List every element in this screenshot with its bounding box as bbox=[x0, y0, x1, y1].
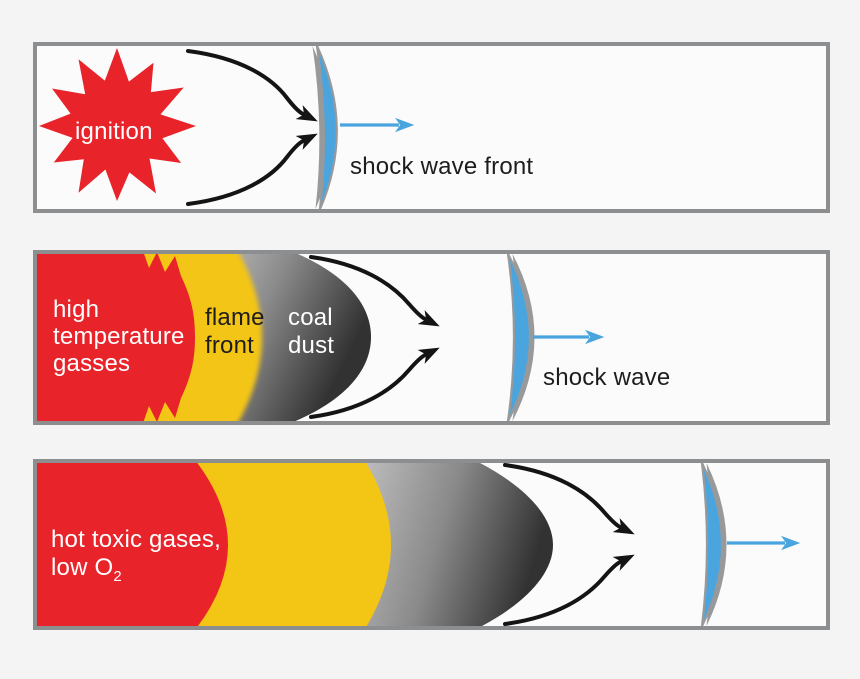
flow-arrow-bottom bbox=[186, 133, 318, 206]
shock-wave-lens-icon bbox=[700, 463, 727, 626]
high-temperature-gasses-region bbox=[37, 254, 195, 421]
flow-arrow-top bbox=[309, 255, 440, 327]
panel-ignition-stage: ignition shock wave front bbox=[33, 42, 830, 213]
flow-arrow-top bbox=[503, 463, 635, 535]
panel2-graphics bbox=[37, 254, 605, 421]
flow-arrow-bottom bbox=[309, 347, 440, 419]
shock-wave-lens-icon bbox=[506, 254, 535, 421]
panel-toxic-gases-stage: hot toxic gases, low O2 bbox=[33, 459, 830, 630]
flow-arrow-bottom bbox=[503, 554, 635, 626]
hot-toxic-gases-region bbox=[37, 463, 228, 626]
panel-flame-propagation-stage: high temperature gasses flame front coal… bbox=[33, 250, 830, 425]
flow-arrow-top bbox=[186, 49, 318, 122]
ignition-burst-icon bbox=[39, 48, 196, 201]
panel1-graphics bbox=[39, 46, 415, 209]
shock-wave-lens-icon bbox=[312, 46, 338, 209]
panel3-graphics bbox=[37, 463, 801, 626]
coal-dust-cloud bbox=[337, 463, 553, 626]
